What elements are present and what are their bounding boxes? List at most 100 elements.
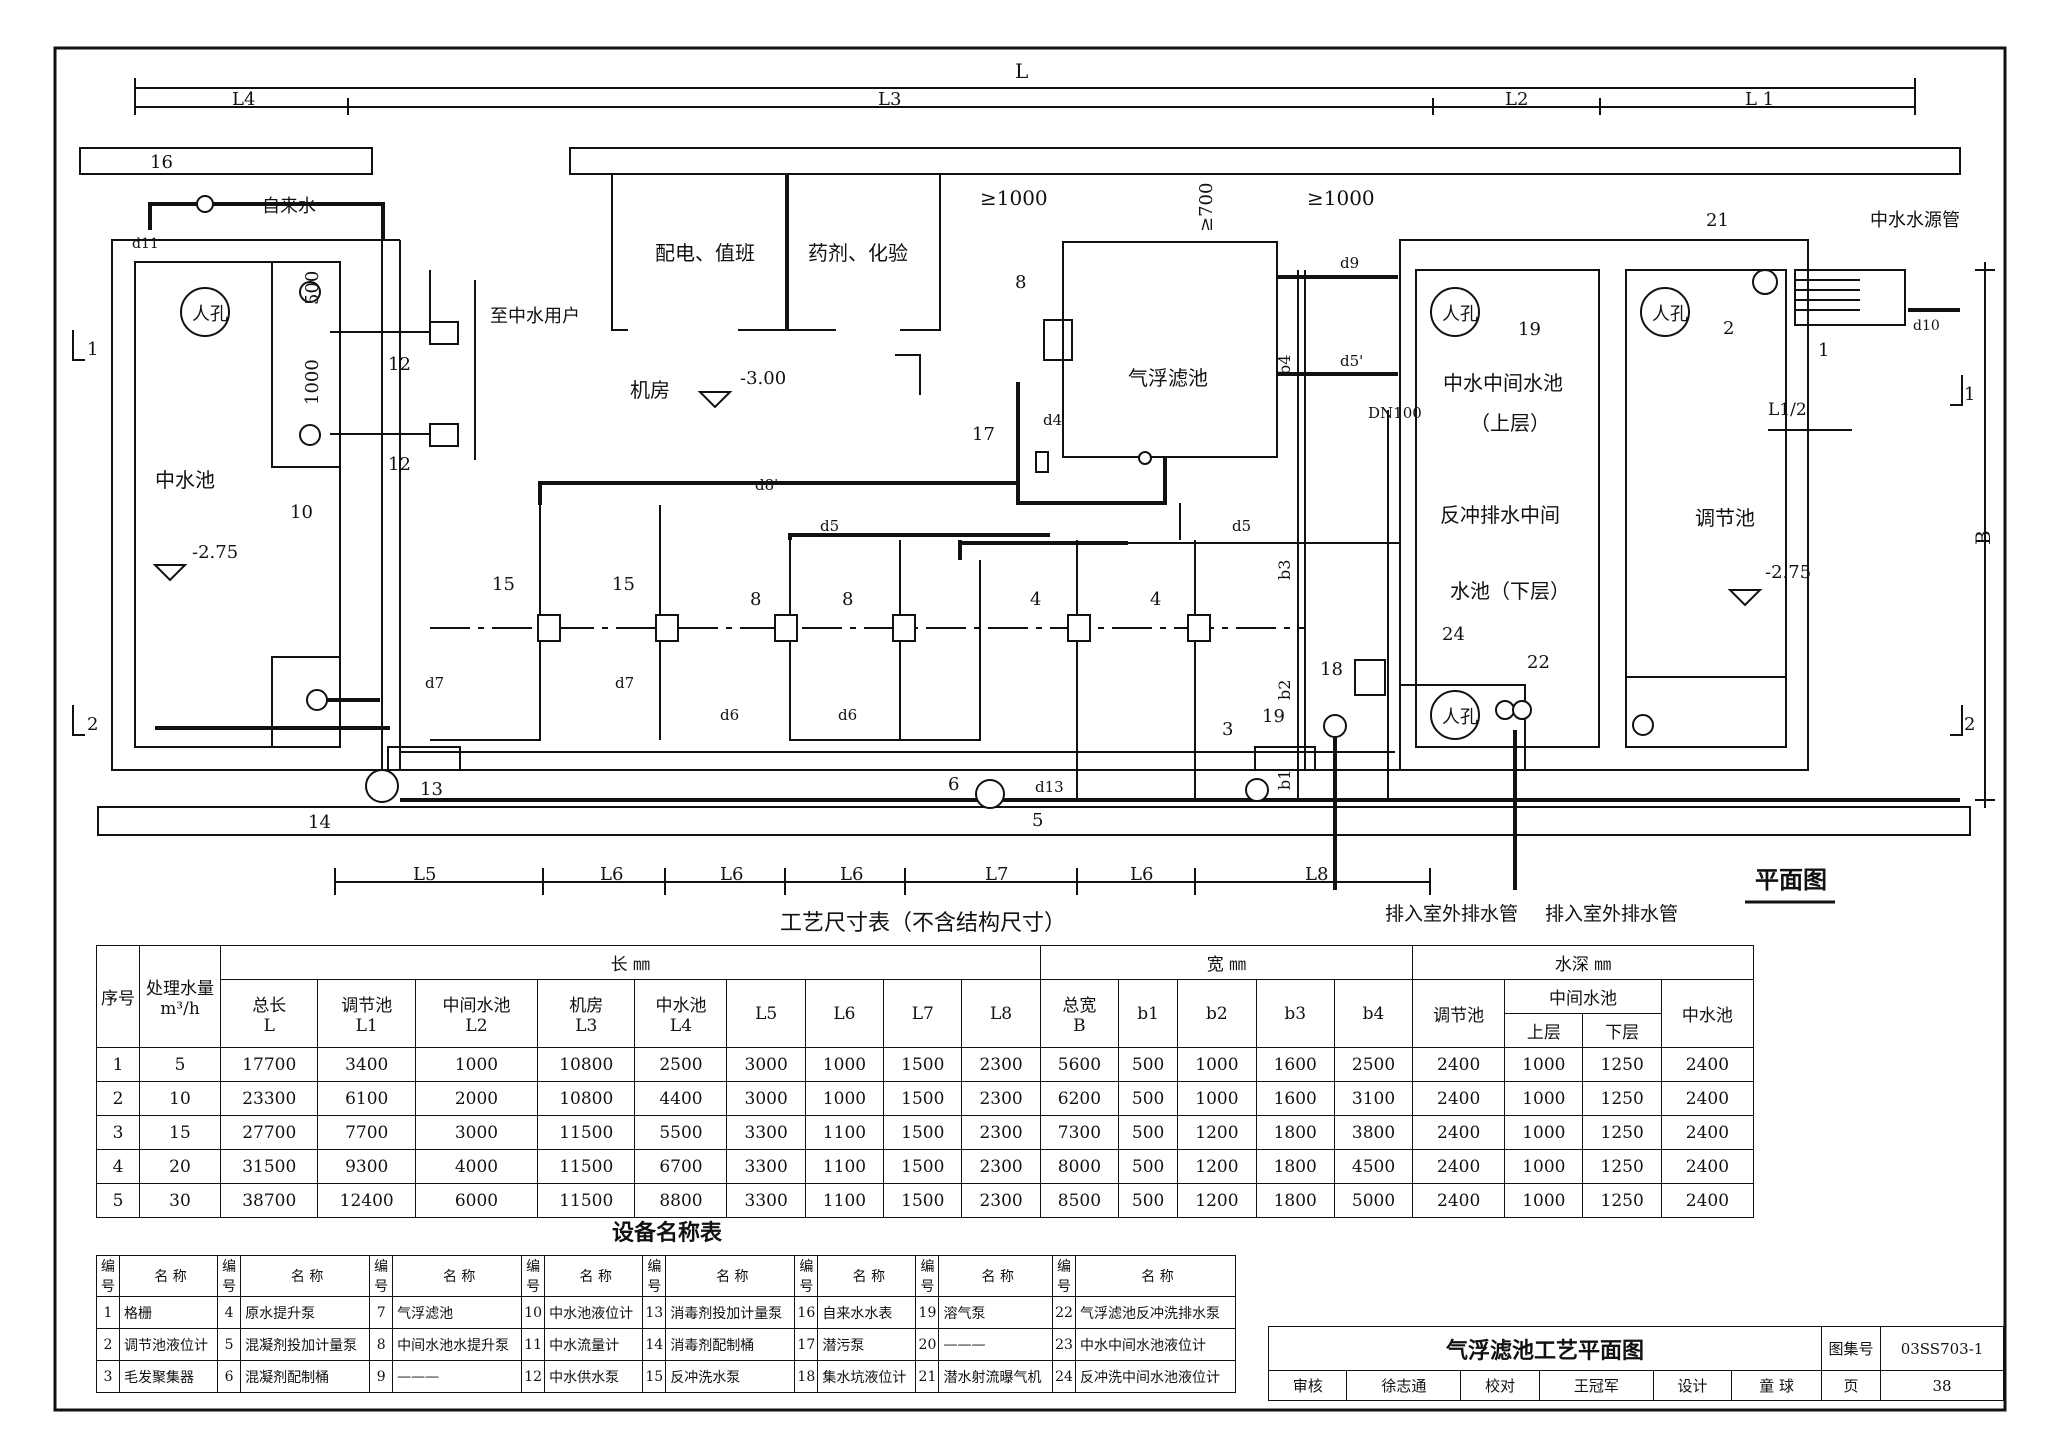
table-cell: 30 [139, 1183, 221, 1218]
process-col-header: L8 [961, 979, 1041, 1048]
table-cell: 1800 [1255, 1183, 1335, 1218]
callout-24: 24 [1442, 624, 1465, 645]
table-cell: 1250 [1582, 1081, 1662, 1116]
callout-4a: 4 [1030, 589, 1041, 610]
plan-title: 平面图 [1755, 865, 1827, 894]
callout-15b: 15 [612, 574, 635, 595]
manhole-label-1: 人孔 [192, 304, 228, 325]
equipment-name: 反冲洗水泵 [665, 1360, 796, 1393]
equipment-name: 中水供水泵 [544, 1360, 644, 1393]
callout-22: 22 [1527, 652, 1550, 673]
equipment-name: 毛发聚集器 [118, 1360, 219, 1393]
table-cell: 3300 [726, 1183, 806, 1218]
equipment-no: 1 [96, 1296, 120, 1329]
callout-10: 10 [290, 502, 313, 523]
table-cell: 1000 [1504, 1081, 1584, 1116]
equipment-no: 15 [642, 1360, 667, 1393]
equipment-header-no: 编号 [217, 1255, 242, 1297]
table-cell: 8500 [1039, 1183, 1120, 1218]
table-cell: 1000 [1177, 1047, 1257, 1082]
table-cell: 2000 [414, 1081, 539, 1116]
callout-18: 19 [1262, 706, 1285, 727]
table-cell: 1250 [1582, 1183, 1662, 1218]
section-mark-1r: 1 [1964, 384, 1975, 405]
callout-13: 13 [420, 779, 443, 800]
table-cell: 2400 [1660, 1047, 1755, 1082]
pipe-d5b: d5 [1232, 517, 1251, 535]
table-cell: 2500 [1333, 1047, 1414, 1082]
drain-label-1: 排入室外排水管 [1385, 903, 1518, 925]
dim-L6c: L6 [840, 864, 863, 885]
equipment-name: 气浮滤池反冲洗排水泵 [1075, 1296, 1236, 1329]
callout-6: 6 [948, 774, 959, 795]
callout-12a: 12 [388, 354, 411, 375]
equipment-name: 混凝剂投加计量泵 [240, 1328, 371, 1361]
room-mid-upper-note: （上层） [1470, 411, 1550, 435]
dn100-label: DN100 [1368, 404, 1422, 422]
section-mark-2: 2 [87, 714, 98, 735]
page-label: 页 [1821, 1370, 1881, 1401]
pump-12a [429, 321, 459, 345]
dim-L6b: L6 [720, 864, 743, 885]
table-cell: 1000 [804, 1047, 885, 1082]
equipment-header-name: 名 称 [938, 1255, 1054, 1297]
equipment-header-no: 编号 [96, 1255, 120, 1297]
equipment-name: 格栅 [118, 1296, 219, 1329]
process-col-header: L5 [726, 979, 806, 1048]
clearance-3: ≥700 [1196, 183, 1217, 232]
table-cell: 1000 [414, 1047, 539, 1082]
dim-B: B [1971, 530, 1995, 545]
equipment-no: 3 [96, 1360, 120, 1393]
meter-16 [196, 195, 214, 213]
table-cell: 3300 [726, 1115, 806, 1150]
process-col-header: 下层 [1582, 1013, 1662, 1048]
equipment-no: 19 [915, 1296, 940, 1329]
equipment-table: 编号名 称编号名 称编号名 称编号名 称编号名 称编号名 称编号名 称编号名 称… [96, 1255, 1236, 1393]
table-cell: 8000 [1039, 1149, 1120, 1184]
equipment-no: 14 [642, 1328, 667, 1361]
callout-15a: 15 [492, 574, 515, 595]
drawing-title: 气浮滤池工艺平面图 [1268, 1326, 1822, 1371]
manhole-label-2: 人孔 [1442, 304, 1478, 325]
equipment-name: 溶气泵 [938, 1296, 1054, 1329]
table-cell: 5500 [634, 1115, 728, 1150]
equipment-header-name: 名 称 [392, 1255, 523, 1297]
pump-15b [655, 614, 679, 642]
reclaimed-level: -2.75 [192, 542, 238, 563]
equipment-header-no: 编号 [369, 1255, 394, 1297]
process-col-header: b1 [1118, 979, 1179, 1048]
designer-name: 童 球 [1731, 1370, 1822, 1401]
pipe-d13: d13 [1035, 778, 1064, 796]
header-depth: 水深 ㎜ [1412, 945, 1754, 980]
equipment-no: 17 [794, 1328, 819, 1361]
table-cell: 2400 [1412, 1149, 1506, 1184]
table-cell: 5000 [1333, 1183, 1414, 1218]
dim-b2: b2 [1275, 680, 1294, 700]
equipment-name: 反冲洗中间水池液位计 [1075, 1360, 1236, 1393]
table-cell: 2300 [961, 1183, 1041, 1218]
table-cell: 1500 [883, 1081, 963, 1116]
equipment-header-name: 名 称 [118, 1255, 219, 1297]
equipment-header-row: 编号名 称编号名 称编号名 称编号名 称编号名 称编号名 称编号名 称编号名 称 [96, 1255, 1236, 1297]
pipe-d7a: d7 [425, 674, 444, 692]
table-cell: 500 [1118, 1047, 1179, 1082]
process-col-header: 总宽 B [1039, 979, 1120, 1048]
table-cell: 1500 [883, 1183, 963, 1218]
page-no: 38 [1880, 1370, 2004, 1401]
table-cell: 1600 [1255, 1047, 1335, 1082]
to-users-label: 至中水用户 [490, 306, 580, 327]
table-cell: 1200 [1177, 1115, 1257, 1150]
table-cell: 15 [139, 1115, 221, 1150]
room-power: 配电、值班 [655, 241, 755, 265]
pump-12b [429, 423, 459, 447]
table-cell: 10800 [537, 1081, 636, 1116]
table-cell: 1000 [1504, 1149, 1584, 1184]
equipment-name: 中间水池水提升泵 [392, 1328, 523, 1361]
room-mid-lower-1: 反冲排水中间 [1440, 503, 1560, 527]
table-cell: 6200 [1039, 1081, 1120, 1116]
